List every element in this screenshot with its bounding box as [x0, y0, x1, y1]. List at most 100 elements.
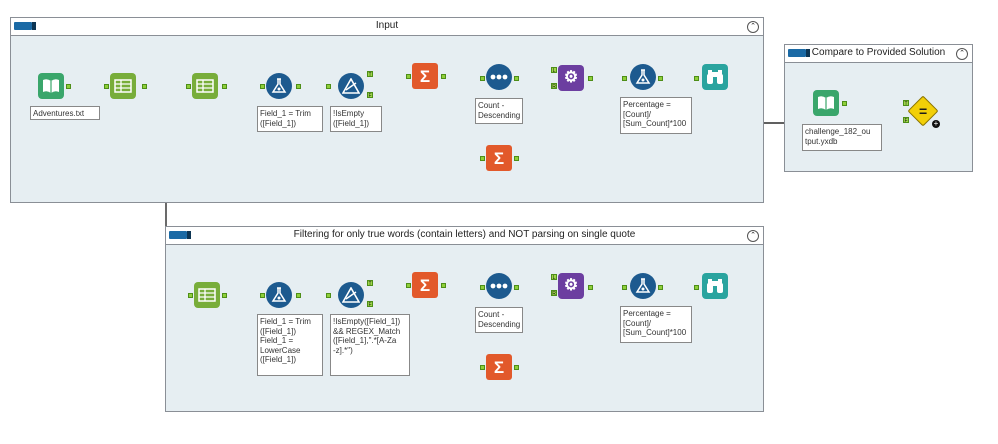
flask-icon [635, 69, 651, 84]
left-anchor[interactable]: L [551, 274, 557, 281]
filter-tool[interactable] [338, 73, 364, 99]
output-anchor[interactable] [222, 84, 227, 89]
input-data-tool[interactable] [813, 90, 839, 116]
container-badge-icon [169, 231, 191, 239]
input-anchor[interactable] [622, 76, 627, 81]
plus-icon[interactable]: + [932, 119, 940, 128]
input-anchor[interactable] [326, 84, 331, 89]
output-anchor[interactable] [296, 293, 301, 298]
text-to-columns-tool[interactable] [194, 282, 220, 308]
container-header[interactable]: Filtering for only true words (contain l… [166, 227, 763, 245]
input-anchor[interactable] [622, 285, 627, 290]
collapse-button[interactable]: ⌃ [747, 21, 759, 33]
container-title: Filtering for only true words (contain l… [293, 229, 636, 240]
input-anchor[interactable] [406, 74, 411, 79]
left-anchor[interactable]: L [551, 67, 557, 74]
expected-anchor[interactable]: T [903, 100, 909, 107]
input-data-tool[interactable] [38, 73, 64, 99]
collapse-button[interactable]: ⌃ [747, 230, 759, 242]
table-split-icon [198, 288, 216, 302]
input-anchor[interactable] [480, 285, 485, 290]
formula-tool[interactable] [266, 282, 292, 308]
input-anchor[interactable] [406, 283, 411, 288]
summarize-tool[interactable]: Σ [412, 272, 438, 298]
input-anchor[interactable] [694, 285, 699, 290]
output-anchor[interactable] [514, 156, 519, 161]
container-badge-icon [788, 49, 810, 57]
input-anchor[interactable] [104, 84, 109, 89]
summarize-tool[interactable]: Σ [412, 63, 438, 89]
right-anchor[interactable]: R [551, 83, 557, 90]
input-anchor[interactable] [480, 156, 485, 161]
input-anchor[interactable] [260, 84, 265, 89]
false-anchor[interactable]: F [367, 301, 373, 308]
output-anchor[interactable] [441, 283, 446, 288]
formula-tool[interactable] [266, 73, 292, 99]
table-split-icon [196, 79, 214, 93]
input-anchor[interactable] [188, 293, 193, 298]
append-fields-tool[interactable]: ⚙ [558, 65, 584, 91]
annotation-formula: Field_1 = Trim ([Field_1]) [257, 106, 323, 132]
output-anchor[interactable] [441, 74, 446, 79]
output-anchor[interactable] [514, 76, 519, 81]
true-anchor[interactable]: T [367, 71, 373, 78]
sigma-icon: Σ [493, 357, 505, 377]
annotation-percentage: Percentage = [Count]/ [Sum_Count]*100 [620, 97, 692, 134]
input-anchor[interactable] [326, 293, 331, 298]
output-anchor[interactable] [222, 293, 227, 298]
text-to-columns-tool[interactable] [192, 73, 218, 99]
output-anchor[interactable] [514, 365, 519, 370]
sort-tool[interactable] [486, 273, 512, 299]
formula-tool[interactable] [630, 273, 656, 299]
table-split-icon [114, 79, 132, 93]
sigma-icon: Σ [419, 66, 431, 86]
text-to-columns-tool[interactable] [110, 73, 136, 99]
output-anchor[interactable] [514, 285, 519, 290]
container-header[interactable]: Compare to Provided Solution ⌃ [785, 45, 972, 63]
sigma-icon: Σ [493, 148, 505, 168]
container-header[interactable]: Input ⌃ [11, 18, 763, 36]
equals-icon: = [918, 103, 928, 119]
output-anchor[interactable] [588, 76, 593, 81]
binoculars-icon [707, 279, 723, 293]
output-anchor[interactable] [66, 84, 71, 89]
output-anchor[interactable] [588, 285, 593, 290]
collapse-button[interactable]: ⌃ [956, 48, 968, 60]
flask-icon [635, 278, 651, 293]
output-anchor[interactable] [842, 101, 847, 106]
input-anchor[interactable] [480, 76, 485, 81]
output-anchor[interactable] [296, 84, 301, 89]
input-anchor[interactable] [694, 76, 699, 81]
sigma-icon: Σ [419, 275, 431, 295]
output-anchor[interactable] [658, 76, 663, 81]
right-anchor[interactable]: R [551, 290, 557, 297]
book-icon [43, 79, 59, 93]
triangle-filter-icon [342, 287, 360, 303]
container-title: Compare to Provided Solution [811, 47, 946, 58]
summarize-tool[interactable]: Σ [486, 354, 512, 380]
browse-tool[interactable] [702, 64, 728, 90]
output-anchor[interactable] [142, 84, 147, 89]
browse-tool[interactable] [702, 273, 728, 299]
formula-tool[interactable] [630, 64, 656, 90]
container-badge-icon [14, 22, 36, 30]
gears-icon: ⚙ [563, 69, 579, 86]
annotation-input-file: Adventures.txt [30, 106, 100, 120]
summarize-tool[interactable]: Σ [486, 145, 512, 171]
input-anchor[interactable] [186, 84, 191, 89]
dots-icon [490, 283, 508, 289]
false-anchor[interactable]: F [367, 92, 373, 99]
triangle-filter-icon [342, 78, 360, 94]
input-anchor[interactable] [480, 365, 485, 370]
binoculars-icon [707, 70, 723, 84]
gears-icon: ⚙ [563, 277, 579, 294]
sort-tool[interactable] [486, 64, 512, 90]
filter-tool[interactable] [338, 282, 364, 308]
input-anchor[interactable] [260, 293, 265, 298]
annotation-formula: Field_1 = Trim ([Field_1]) Field_1 = Low… [257, 314, 323, 376]
output-anchor[interactable] [658, 285, 663, 290]
true-anchor[interactable]: T [367, 280, 373, 287]
actual-anchor[interactable]: F [903, 117, 909, 124]
container-title: Input [375, 20, 399, 31]
append-fields-tool[interactable]: ⚙ [558, 273, 584, 299]
